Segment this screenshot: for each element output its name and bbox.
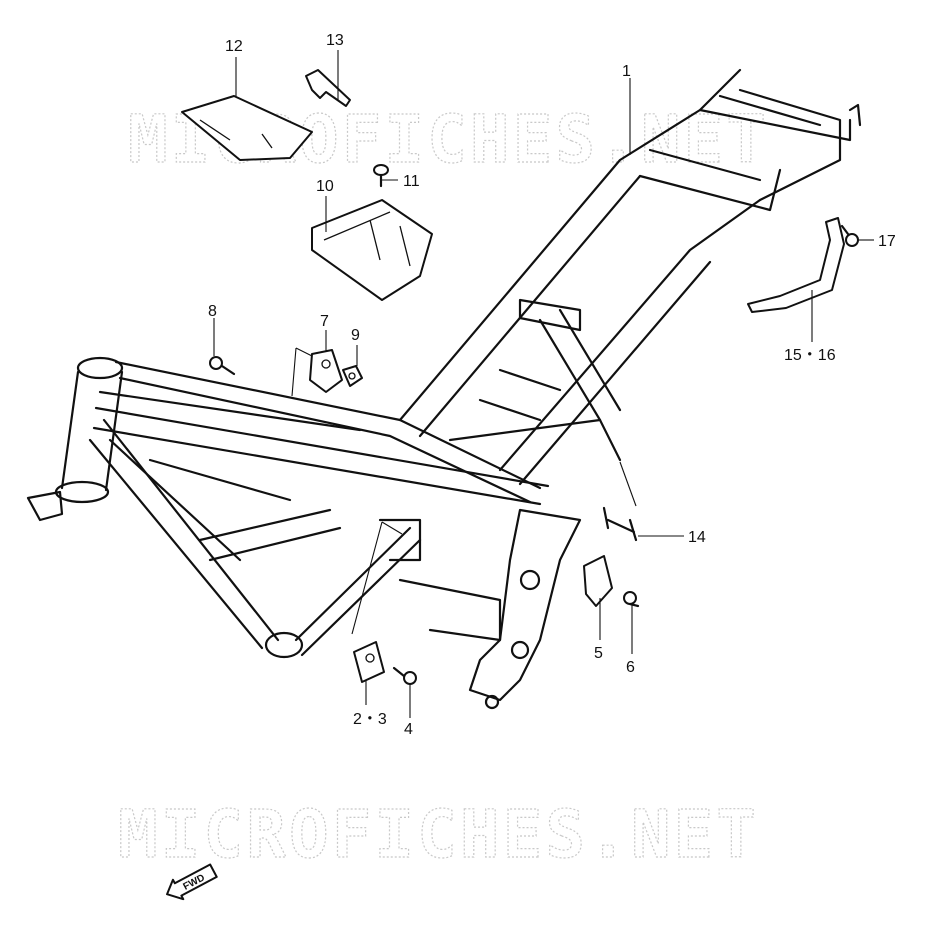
part-6-bolt [623,591,640,608]
part-2-3-plate [353,641,385,683]
part-13-bracket [305,69,351,107]
callout-1: 1 [622,63,631,80]
part-9-nut [342,365,363,387]
part-5-plate [583,555,613,607]
fwd-arrow-icon [166,863,218,901]
callout-15-16: 15・16 [784,347,836,364]
part-15-16-bracket [747,217,845,313]
callout-8: 8 [208,303,217,320]
part-10-tray [311,199,433,301]
callout-6: 6 [626,659,635,676]
callout-7: 7 [320,313,329,330]
part-12-cover [181,95,313,161]
callout-14: 14 [688,529,706,546]
callout-2-3: 2・3 [353,711,387,728]
watermark-bottom: MICROFICHES.NET [118,796,759,873]
callout-12: 12 [225,38,243,55]
callout-11: 11 [403,173,420,190]
callouts: 1 2・3 4 5 6 7 8 9 10 11 12 13 14 15・16 1… [208,32,896,738]
part-8-bolt [209,356,236,376]
callout-13: 13 [326,32,344,49]
callout-4: 4 [404,721,413,738]
part-7-bracket [309,349,343,393]
callout-9: 9 [351,327,360,344]
callout-10: 10 [316,178,334,195]
callout-5: 5 [594,645,603,662]
callout-17: 17 [878,233,896,250]
main-frame [26,68,862,710]
leader-lines [213,50,874,718]
part-14-studs [602,506,638,542]
part-4-bolt [392,666,417,685]
